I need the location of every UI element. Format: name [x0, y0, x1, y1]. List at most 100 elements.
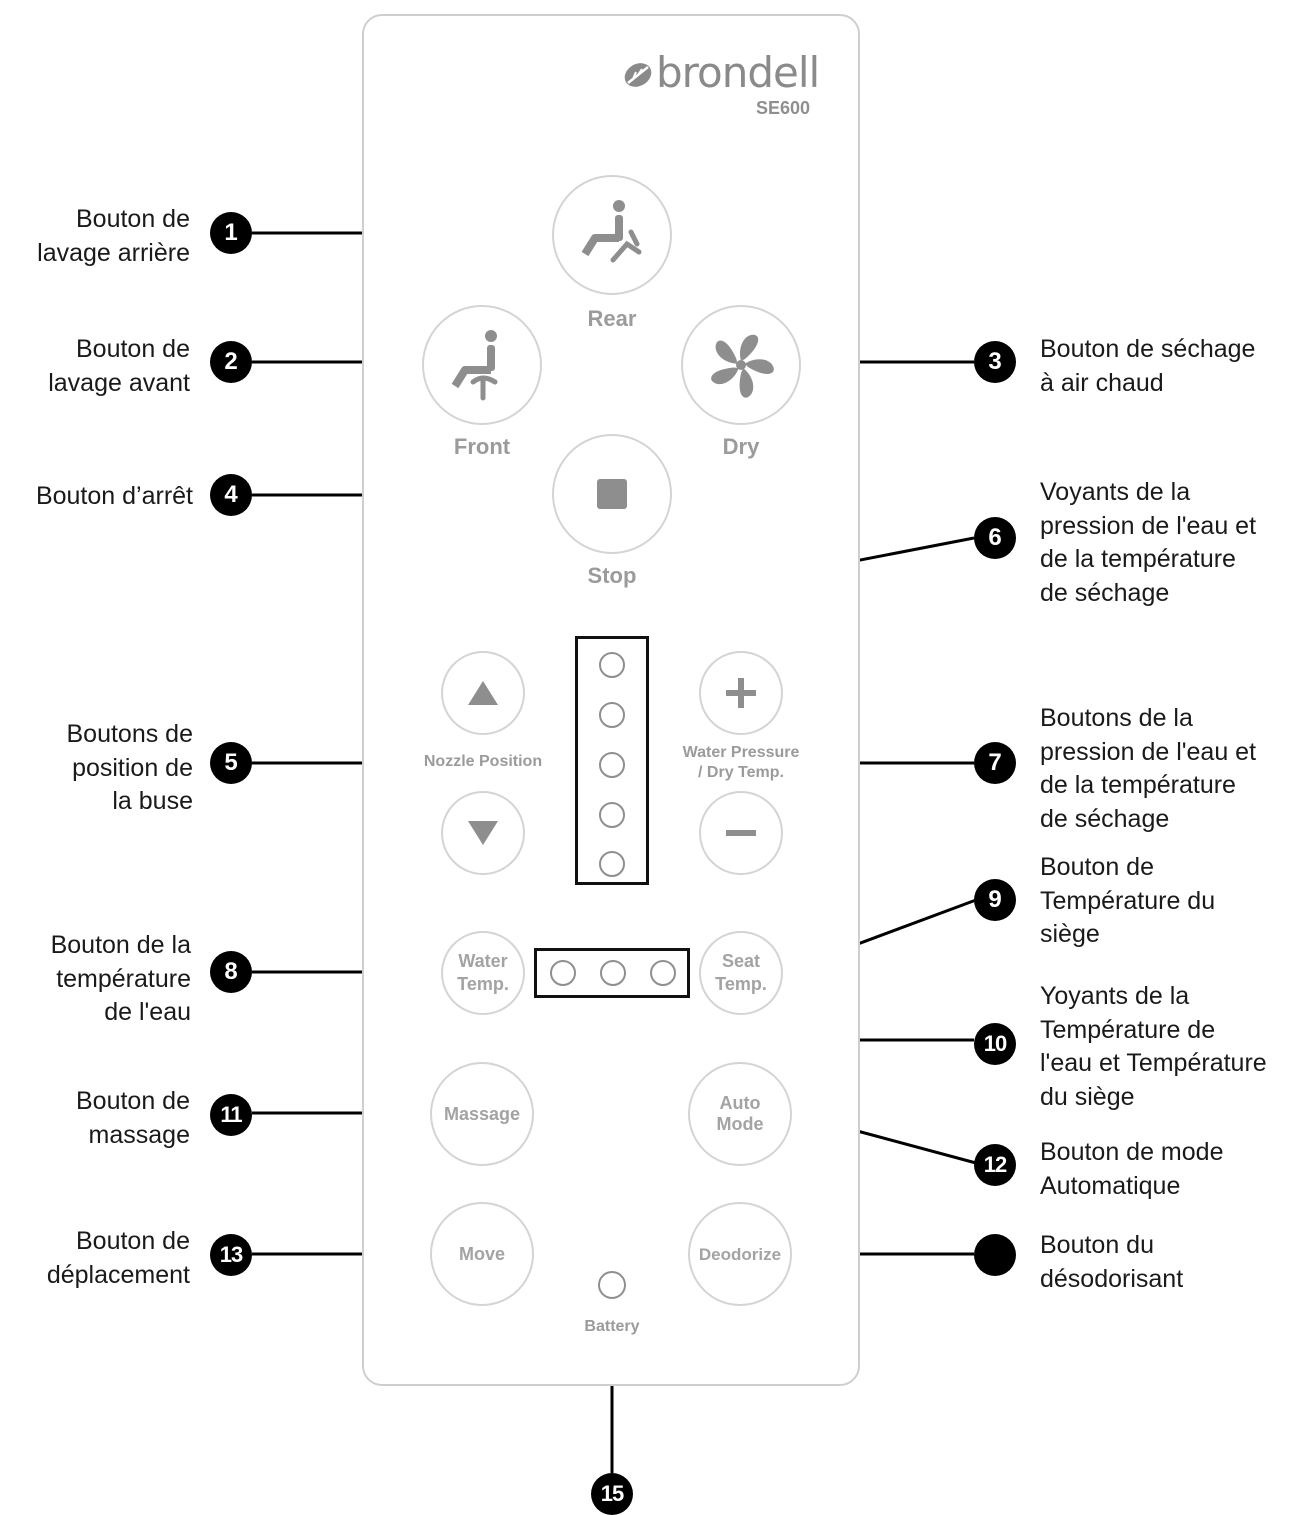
- callout-badge-15: 15: [591, 1473, 633, 1515]
- callout-badge-5: 5: [210, 742, 252, 784]
- callout-badge-14: [974, 1234, 1016, 1276]
- rear-wash-button[interactable]: [552, 175, 672, 295]
- stop-button[interactable]: [552, 434, 672, 554]
- callout-12-line-2: Automatique: [1040, 1171, 1181, 1200]
- callout-8-line-2: température: [56, 964, 191, 993]
- callout-label-10: Yoyants de la Température de l'eau et Te…: [1040, 980, 1267, 1114]
- water-temp-button[interactable]: Water Temp.: [441, 931, 525, 1015]
- callout-badge-13: 13: [210, 1234, 252, 1276]
- callout-badge-9: 9: [974, 879, 1016, 921]
- pressure-plus-button[interactable]: [699, 651, 783, 735]
- callout-10-line-2: Température de: [1040, 1015, 1216, 1044]
- callout-3-line-2: à air chaud: [1040, 368, 1164, 397]
- callout-11-line-1: Bouton de: [76, 1087, 190, 1115]
- nozzle-down-button[interactable]: [441, 791, 525, 875]
- callout-14-line-2: désodorisant: [1040, 1264, 1184, 1293]
- massage-text: Massage: [443, 1103, 521, 1124]
- callout-7-line-1: Boutons de la: [1040, 704, 1193, 732]
- water-pressure-label: Water Pressure / Dry Temp.: [660, 743, 822, 783]
- callout-label-5: Boutons de position de la buse: [67, 718, 194, 819]
- battery-led: [598, 1271, 626, 1299]
- callout-label-4: Bouton d’arrêt: [36, 480, 193, 514]
- callout-14-line-1: Bouton du: [1040, 1231, 1154, 1259]
- callout-label-6: Voyants de la pression de l'eau et de la…: [1040, 476, 1256, 610]
- temperature-indicator: [534, 948, 690, 998]
- callout-5-line-2: position de: [72, 753, 193, 782]
- callout-10-line-1: Yoyants de la: [1040, 982, 1190, 1010]
- callout-2-line-1: Bouton de: [76, 335, 190, 363]
- front-label: Front: [453, 434, 511, 459]
- temp-led-2: [600, 960, 626, 986]
- callout-badge-7: 7: [974, 742, 1016, 784]
- callout-1-line-1: Bouton de: [76, 205, 190, 233]
- callout-8-line-1: Bouton de la: [50, 931, 191, 959]
- callout-badge-10: 10: [974, 1023, 1016, 1065]
- callout-label-11: Bouton de massage: [76, 1085, 190, 1152]
- auto-mode-text: Auto Mode: [717, 1093, 764, 1135]
- callout-7-line-3: de la température: [1040, 771, 1236, 799]
- callout-9-line-2: Température du: [1040, 886, 1216, 915]
- deodorize-button[interactable]: Deodorize: [688, 1202, 792, 1306]
- callout-label-1: Bouton de lavage arrière: [37, 203, 190, 270]
- callout-badge-11: 11: [210, 1094, 252, 1136]
- auto-mode-button[interactable]: Auto Mode: [688, 1062, 792, 1166]
- callout-6-line-1: Voyants de la: [1040, 478, 1191, 506]
- callout-label-2: Bouton de lavage avant: [48, 333, 190, 400]
- callout-6-line-2: pression de l'eau et: [1040, 511, 1257, 540]
- level-led-5: [599, 851, 625, 877]
- level-led-4: [599, 802, 625, 828]
- callout-label-7: Boutons de la pression de l'eau et de la…: [1040, 702, 1256, 836]
- level-led-3: [599, 752, 625, 778]
- callout-3-line-1: Bouton de séchage: [1040, 335, 1256, 363]
- deodorize-text: Deodorize: [698, 1244, 782, 1264]
- callout-badge-4: 4: [210, 474, 252, 516]
- brand-name: brondell: [656, 48, 820, 97]
- callout-7-line-2: pression de l'eau et: [1040, 737, 1257, 766]
- callout-label-3: Bouton de séchage à air chaud: [1040, 333, 1255, 400]
- temp-led-3: [650, 960, 676, 986]
- pressure-minus-button[interactable]: [699, 791, 783, 875]
- callout-5-line-3: la buse: [112, 787, 193, 815]
- callout-9-line-3: siège: [1040, 920, 1100, 948]
- dry-label: Dry: [722, 434, 760, 459]
- move-text: Move: [458, 1243, 505, 1264]
- stop-label: Stop: [587, 563, 637, 588]
- seat-temp-text: Seat Temp.: [715, 950, 767, 996]
- callout-label-13: Bouton de déplacement: [47, 1225, 190, 1292]
- minus-icon: [726, 830, 756, 836]
- callout-5-line-1: Boutons de: [66, 720, 194, 748]
- callout-badge-12: 12: [974, 1144, 1016, 1186]
- callout-6-line-3: de la température: [1040, 545, 1236, 573]
- rear-label: Rear: [587, 306, 637, 331]
- auto-mode-line2: Mode: [716, 1114, 764, 1134]
- nozzle-position-label: Nozzle Position: [423, 753, 543, 770]
- water-temp-line2: Temp.: [457, 974, 509, 994]
- massage-button[interactable]: Massage: [430, 1062, 534, 1166]
- leaf-icon: [624, 63, 652, 87]
- callout-badge-1: 1: [210, 212, 252, 254]
- front-wash-button[interactable]: [422, 305, 542, 425]
- seat-temp-button[interactable]: Seat Temp.: [699, 931, 783, 1015]
- callout-13-line-1: Bouton de: [76, 1227, 190, 1255]
- callout-label-8: Bouton de la température de l'eau: [51, 929, 191, 1030]
- water-pressure-label-line2: / Dry Temp.: [698, 764, 784, 781]
- callout-9-line-1: Bouton de: [1040, 853, 1154, 881]
- callout-badge-6: 6: [974, 517, 1016, 559]
- callout-badge-3: 3: [974, 341, 1016, 383]
- callout-10-line-3: l'eau et Température: [1040, 1049, 1267, 1077]
- callout-badge-2: 2: [210, 341, 252, 383]
- triangle-up-icon: [468, 681, 498, 705]
- nozzle-up-button[interactable]: [441, 651, 525, 735]
- stop-icon: [597, 479, 627, 509]
- auto-mode-line1: Auto: [719, 1093, 761, 1113]
- seat-temp-line2: Temp.: [715, 974, 767, 994]
- front-wash-icon: [451, 330, 498, 401]
- rear-wash-icon: [581, 200, 642, 263]
- move-button[interactable]: Move: [430, 1202, 534, 1306]
- brand-logo: brondell: [622, 48, 820, 97]
- triangle-down-icon: [468, 821, 498, 845]
- temp-led-1: [550, 960, 576, 986]
- callout-1-line-2: lavage arrière: [37, 238, 190, 267]
- callout-label-12: Bouton de mode Automatique: [1040, 1136, 1223, 1203]
- dry-button[interactable]: [681, 305, 801, 425]
